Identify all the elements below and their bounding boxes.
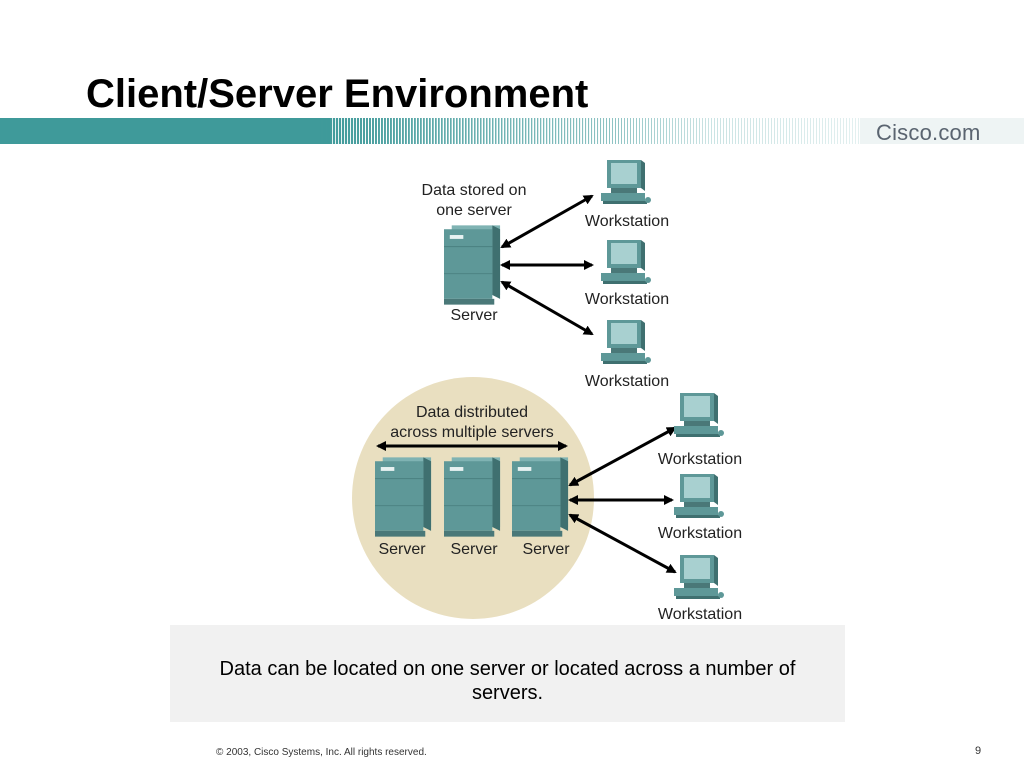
workstation-label: Workstation bbox=[585, 291, 669, 308]
workstation-icon bbox=[674, 555, 724, 599]
slide-title: Client/Server Environment bbox=[86, 72, 589, 116]
single-server-note-line2: one server bbox=[436, 202, 512, 219]
server-label: Server bbox=[450, 307, 498, 324]
server-label: Server bbox=[450, 541, 498, 558]
cisco-logo: Cisco.com bbox=[876, 120, 981, 145]
workstation-icon bbox=[601, 160, 651, 204]
workstation-label: Workstation bbox=[658, 525, 742, 542]
caption-text: Data can be located on one server or loc… bbox=[219, 658, 796, 704]
server-icon bbox=[444, 225, 501, 305]
copyright-notice: © 2003, Cisco Systems, Inc. All rights r… bbox=[216, 747, 427, 758]
workstation-label: Workstation bbox=[658, 606, 742, 623]
single-server-group: Data stored on one server Server Worksta… bbox=[422, 160, 669, 390]
header-band-taper bbox=[0, 118, 330, 144]
distributed-note-line2: across multiple servers bbox=[390, 424, 554, 441]
workstation-icon bbox=[601, 320, 651, 364]
server-icon bbox=[444, 457, 501, 537]
distributed-servers-group: Data distributed across multiple servers… bbox=[352, 377, 742, 623]
caption-box: Data can be located on one server or loc… bbox=[170, 625, 845, 722]
server-label: Server bbox=[522, 541, 570, 558]
arrow-cluster-to-workstation-1 bbox=[568, 426, 677, 487]
workstation-icon bbox=[601, 240, 651, 284]
workstation-label: Workstation bbox=[658, 451, 742, 468]
server-icon bbox=[512, 457, 569, 537]
workstation-icon bbox=[674, 393, 724, 437]
distributed-note-line1: Data distributed bbox=[416, 404, 528, 421]
workstation-icon bbox=[674, 474, 724, 518]
server-icon bbox=[375, 457, 432, 537]
arrow-cluster-to-workstation-3 bbox=[568, 513, 677, 574]
workstation-label: Workstation bbox=[585, 213, 669, 230]
header-band-stripes bbox=[318, 118, 1024, 144]
server-label: Server bbox=[378, 541, 426, 558]
arrow-server-to-workstation-3 bbox=[500, 280, 594, 336]
workstation-label: Workstation bbox=[585, 373, 669, 390]
header-band bbox=[0, 118, 1024, 144]
page-number: 9 bbox=[975, 745, 982, 757]
single-server-note-line1: Data stored on bbox=[422, 182, 527, 199]
arrow-server-to-workstation-1 bbox=[500, 194, 594, 249]
